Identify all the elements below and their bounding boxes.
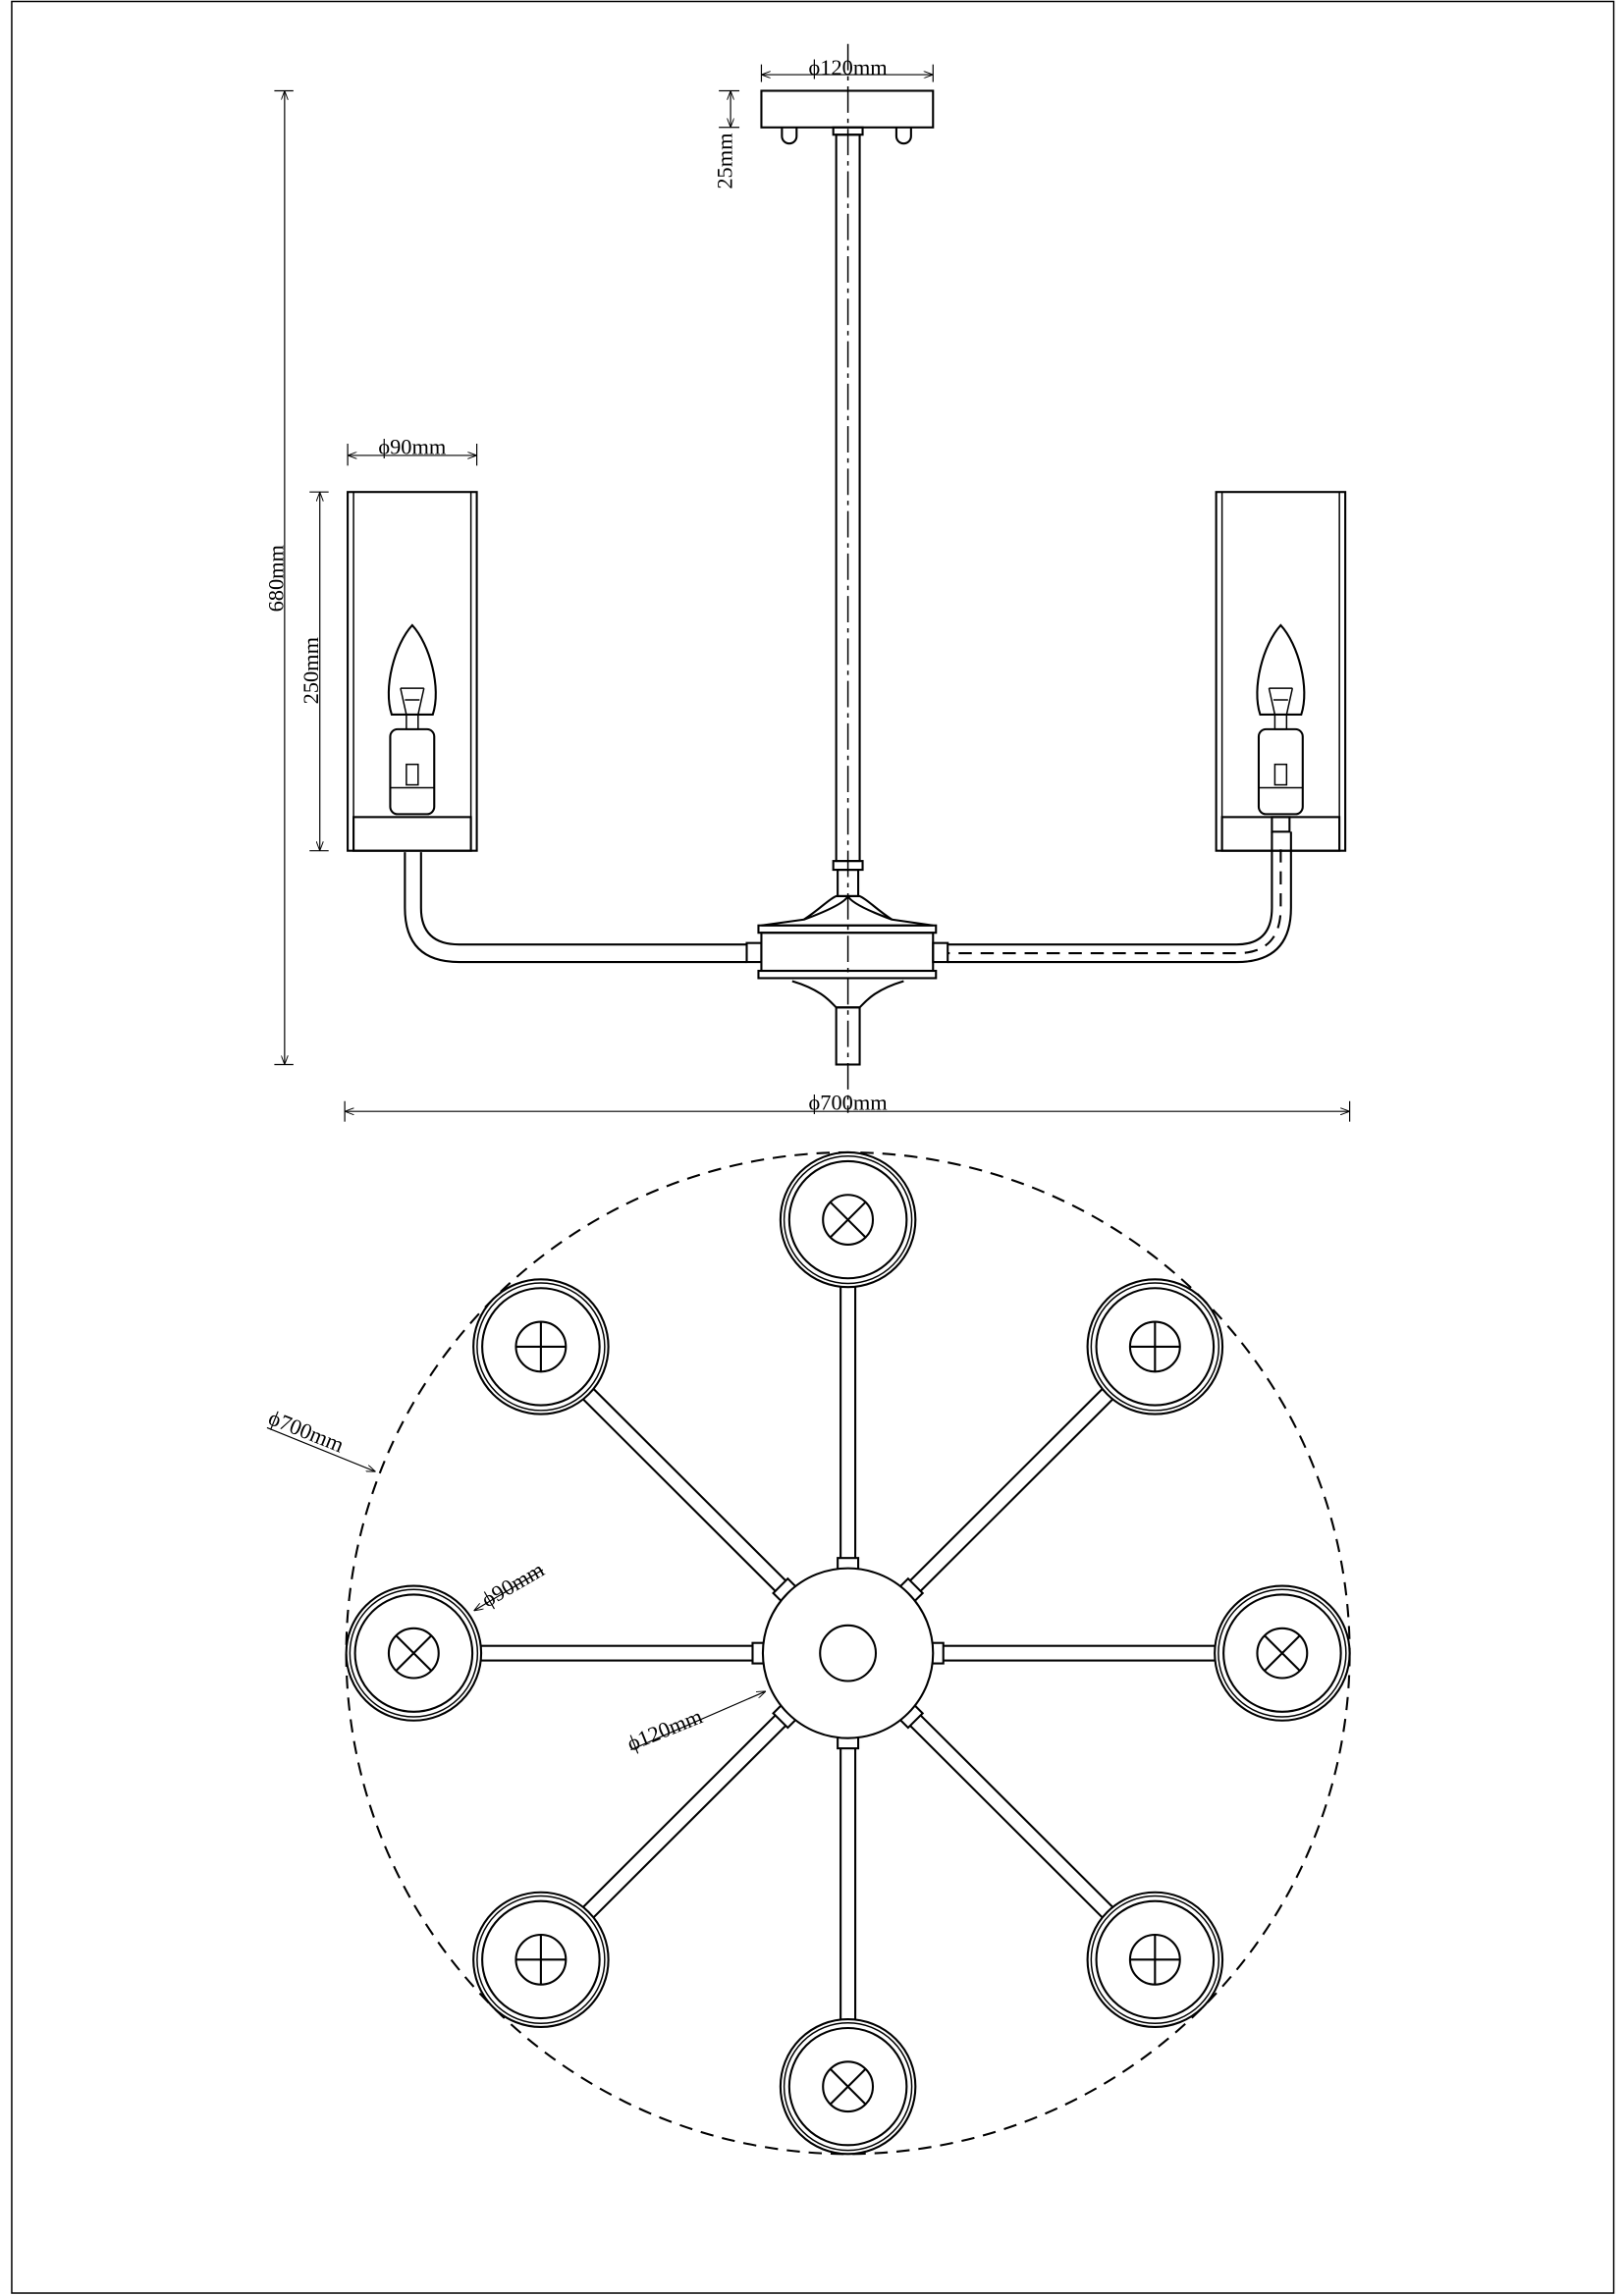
- dim-overall-diameter: ϕ700mm: [344, 1091, 1351, 1122]
- left-arm: [404, 852, 747, 964]
- bulb-socket: [389, 727, 436, 816]
- label-shade-height: 250mm: [298, 636, 323, 704]
- bulb-x-icon: [1256, 1627, 1309, 1680]
- top-lamps: [345, 1150, 1351, 2156]
- bulb-x-icon: [822, 1194, 875, 1246]
- dim-canopy-height: 25mm: [713, 89, 740, 189]
- label-total-height: 680mm: [263, 544, 288, 612]
- dim-top-overall-diameter: ϕ700mm: [265, 1405, 375, 1472]
- dim-canopy-diameter: ϕ120mm: [760, 55, 934, 82]
- bulb-socket: [1257, 727, 1304, 816]
- shade-base: [1220, 816, 1341, 852]
- dim-shade-height: 250mm: [298, 491, 329, 852]
- glass-shade: [1215, 491, 1347, 852]
- bulb-icon: [1256, 623, 1306, 716]
- side-view: ϕ120mm 25mm 680mm 250mm ϕ90mm ϕ700mm: [263, 43, 1351, 1122]
- lamp-top: [779, 1150, 917, 1289]
- lamp-top: [1086, 1278, 1224, 1415]
- lamp-top: [472, 1891, 610, 2029]
- bulb-x-icon: [387, 1627, 440, 1680]
- bulb-icon: [387, 623, 437, 716]
- finial: [835, 1006, 861, 1066]
- central-hub: [745, 893, 949, 1009]
- lamp-top: [1214, 1584, 1351, 1722]
- arm: [894, 1700, 1115, 1920]
- label-canopy-diameter: ϕ120mm: [808, 55, 888, 80]
- arm: [926, 1641, 1218, 1665]
- label-overall-diameter: ϕ700mm: [808, 1091, 888, 1115]
- shade-base: [352, 816, 472, 852]
- dim-total-height: 680mm: [263, 89, 294, 1066]
- label-top-hub-diameter: ϕ120mm: [623, 1703, 706, 1755]
- hub-inner-circle: [819, 1624, 878, 1682]
- page-border: [11, 0, 1615, 2294]
- top-view: ϕ700mm ϕ90mm ϕ120mm: [265, 1150, 1351, 2156]
- label-canopy-height: 25mm: [713, 133, 737, 189]
- left-shade: [347, 491, 478, 852]
- label-shade-diameter: ϕ90mm: [378, 434, 447, 458]
- right-shade: [1215, 491, 1347, 852]
- arm: [478, 1641, 770, 1665]
- bulb-x-icon: [822, 2060, 875, 2113]
- arm: [894, 1386, 1115, 1607]
- right-arm: [947, 831, 1292, 964]
- glass-shade: [347, 491, 478, 852]
- hub-circle: [761, 1567, 935, 1739]
- label-top-overall-diameter: ϕ700mm: [265, 1405, 348, 1457]
- lamp-top: [472, 1278, 610, 1415]
- dim-shade-diameter: ϕ90mm: [347, 434, 478, 466]
- lamp-top: [779, 2018, 917, 2156]
- label-top-shade-diameter: ϕ90mm: [477, 1557, 549, 1612]
- arm: [837, 1731, 860, 2022]
- down-rod: [835, 133, 861, 863]
- lamp-top: [1086, 1891, 1224, 2029]
- lamp-top: [345, 1584, 483, 1722]
- arm: [580, 1386, 801, 1607]
- dim-top-shade-diameter: ϕ90mm: [474, 1557, 549, 1612]
- arm: [837, 1284, 860, 1575]
- arm: [580, 1700, 801, 1920]
